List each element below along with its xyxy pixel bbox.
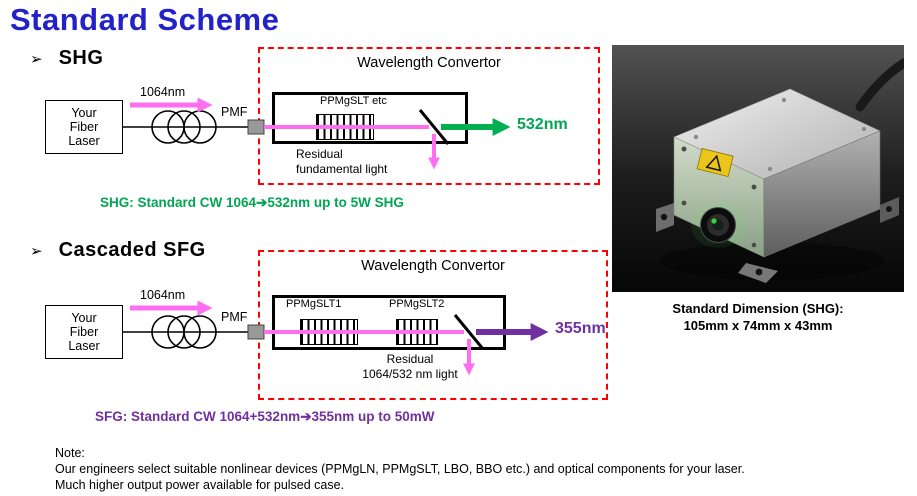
sfg-fiber-laser-box: Your Fiber Laser: [45, 305, 123, 359]
shg-fiber-laser-box: Your Fiber Laser: [45, 100, 123, 154]
note-heading: Note:: [55, 446, 85, 460]
shg-wavelength-convertor-box: Wavelength Convertor: [258, 47, 600, 185]
output-connector-icon: [691, 202, 745, 248]
photo-caption-line1: Standard Dimension (SHG):: [672, 301, 844, 316]
shg-ppln-crystal-icon: [316, 114, 374, 140]
sfg-convertor-title: Wavelength Convertor: [361, 258, 505, 274]
arrow-bullet-icon: ➢: [30, 50, 43, 68]
sfg-crystal1-label: PPMgSLT1: [286, 298, 342, 310]
sfg-fiber-laser-label: Your Fiber Laser: [68, 311, 100, 353]
product-photo: [612, 45, 904, 292]
module-side-face: [763, 130, 881, 258]
shg-input-wavelength-label: 1064nm: [140, 85, 186, 99]
sfg-fiber-coil-icon: [151, 315, 217, 349]
shg-fiber-coil-icon: [151, 110, 217, 144]
laser-warning-sticker-icon: [696, 147, 734, 178]
note-line2: Much higher output power available for p…: [55, 478, 345, 492]
sfg-crystal2-label: PPMgSLT2: [389, 298, 445, 310]
laser-module-photo-illustration: [612, 45, 904, 292]
sfg-input-wavelength-label: 1064nm: [140, 288, 186, 302]
fiber-cable: [855, 58, 904, 112]
sfg-section-heading: ➢ Cascaded SFG: [30, 239, 206, 262]
sfg-caption: SFG: Standard CW 1064+532nm➔355nm up to …: [95, 409, 435, 424]
shg-crystal-label: PPMgSLT etc: [320, 95, 387, 107]
shg-heading-label: SHG: [58, 47, 104, 69]
shg-residual-label: Residual fundamental light: [296, 147, 388, 176]
sfg-crystal1-icon: [300, 319, 358, 345]
sfg-heading-label: Cascaded SFG: [58, 239, 206, 261]
sfg-residual-label: Residual 1064/532 nm light: [362, 352, 458, 381]
shg-caption: SHG: Standard CW 1064➔532nm up to 5W SHG: [100, 195, 404, 210]
photo-caption: Standard Dimension (SHG): 105mm x 74mm x…: [612, 300, 904, 334]
shg-section-heading: ➢ SHG: [30, 47, 103, 70]
note-block: Note: Our engineers select suitable nonl…: [55, 445, 745, 493]
shg-output-wavelength-label: 532nm: [517, 116, 568, 133]
shg-fiber-laser-label: Your Fiber Laser: [68, 106, 100, 148]
note-line1: Our engineers select suitable nonlinear …: [55, 462, 745, 476]
page-title: Standard Scheme: [10, 2, 280, 37]
sfg-pmf-label: PMF: [221, 310, 248, 324]
arrow-bullet-icon: ➢: [30, 242, 43, 260]
photo-caption-line2: 105mm x 74mm x 43mm: [683, 318, 833, 333]
shadow: [660, 242, 884, 280]
shg-convertor-title: Wavelength Convertor: [357, 55, 501, 71]
shg-pmf-label: PMF: [221, 105, 248, 119]
sfg-output-wavelength-label: 355nm: [555, 320, 606, 337]
sfg-crystal2-icon: [396, 319, 438, 345]
